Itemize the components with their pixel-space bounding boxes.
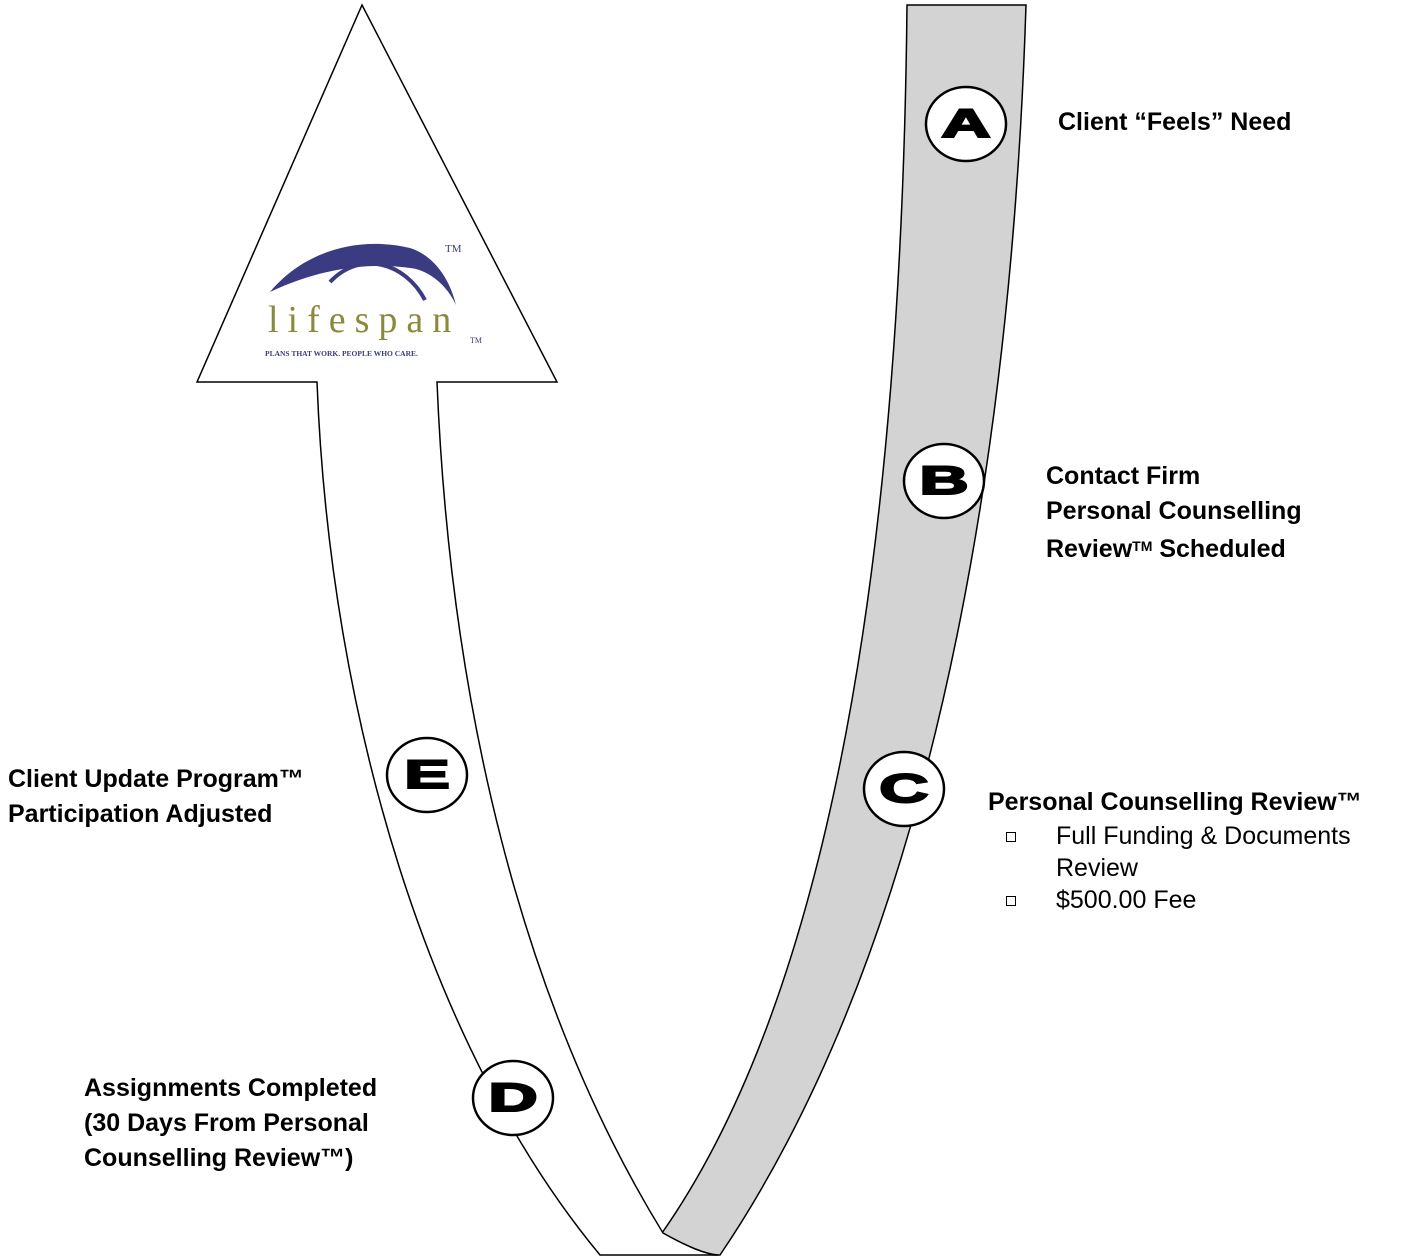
- step-d-line-3: Counselling Review™): [84, 1144, 354, 1172]
- step-c-bullet-1-line-1: Full Funding & Documents: [1056, 822, 1351, 850]
- step-c-label: Personal Counselling Review™ Full Fundin…: [988, 785, 1362, 916]
- trademark-mark: TM: [1132, 538, 1153, 554]
- step-c-bullet-2: $500.00 Fee: [996, 884, 1362, 916]
- step-c-bullet-1: Full Funding & Documents Review: [996, 820, 1362, 884]
- step-b-line-3-suffix: Scheduled: [1152, 535, 1286, 563]
- step-a-label: Client “Feels” Need: [1058, 105, 1291, 140]
- ascending-arrow: [195, 3, 719, 1256]
- step-b-label: Contact Firm Personal Counselling Review…: [1046, 459, 1302, 567]
- step-c-bullet-list: Full Funding & Documents Review $500.00 …: [996, 820, 1362, 916]
- marker-e-letter: E: [404, 752, 449, 796]
- logo-arc-icon: [270, 243, 456, 305]
- logo-tagline: PLANS THAT WORK. PEOPLE WHO CARE.: [265, 349, 418, 358]
- marker-b-letter: B: [919, 458, 968, 502]
- step-c-bullet-2-line-1: $500.00 Fee: [1056, 886, 1197, 914]
- step-d-line-2: (30 Days From Personal: [84, 1109, 369, 1137]
- marker-d-letter: D: [488, 1075, 537, 1119]
- step-c-heading: Personal Counselling Review™: [988, 788, 1362, 816]
- lifespan-logo: lifespan PLANS THAT WORK. PEOPLE WHO CAR…: [265, 243, 482, 358]
- logo-tm-top: TM: [445, 243, 462, 255]
- step-c-bullet-1-line-2: Review: [1056, 854, 1138, 882]
- logo-wordmark: lifespan: [268, 299, 460, 341]
- marker-d: D: [471, 1059, 555, 1137]
- logo-inner-arc-icon: [328, 261, 427, 301]
- step-e-label: Client Update Program™ Participation Adj…: [8, 762, 304, 832]
- marker-e: E: [385, 736, 469, 814]
- step-d-line-1: Assignments Completed: [84, 1074, 378, 1102]
- step-d-label: Assignments Completed (30 Days From Pers…: [84, 1071, 377, 1176]
- step-a-line-1: Client “Feels” Need: [1058, 108, 1292, 136]
- step-b-line-3-text: Review: [1046, 535, 1133, 563]
- marker-c: C: [862, 750, 946, 828]
- logo-tm-bottom: TM: [470, 336, 482, 345]
- marker-a: A: [924, 85, 1008, 163]
- marker-c-letter: C: [879, 766, 928, 810]
- marker-a-letter: A: [941, 101, 990, 145]
- step-b-line-2: Personal Counselling: [1046, 497, 1302, 525]
- step-b-line-1: Contact Firm: [1046, 462, 1201, 490]
- step-e-line-1: Client Update Program™: [8, 765, 304, 793]
- step-b-line-3: ReviewTM Scheduled: [1046, 529, 1302, 567]
- descending-band: [661, 4, 1027, 1256]
- step-e-line-2: Participation Adjusted: [8, 800, 273, 828]
- marker-b: B: [902, 442, 986, 520]
